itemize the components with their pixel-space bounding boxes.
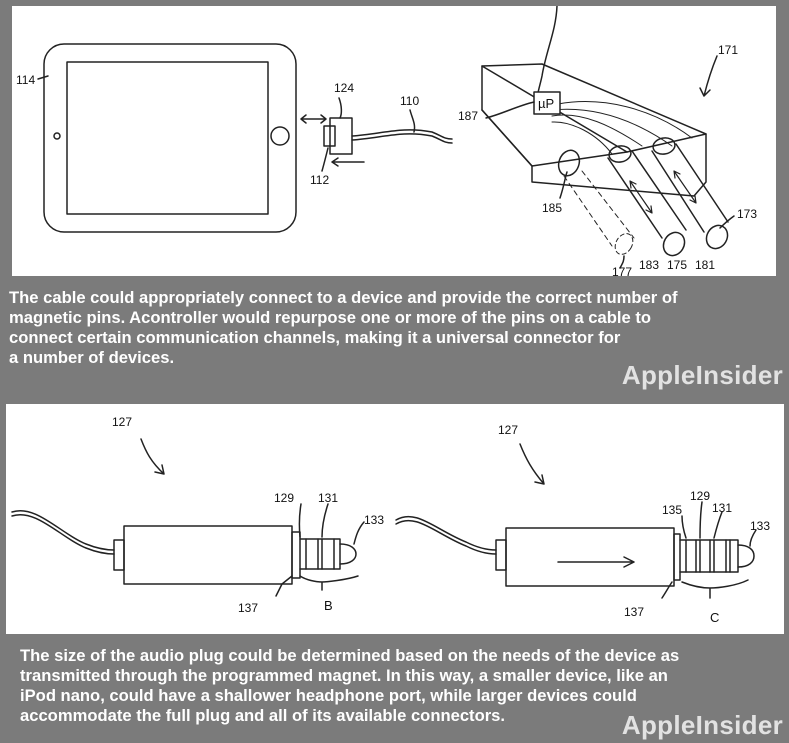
arrow-left: [332, 158, 364, 166]
caption-bottom-line-4: accommodate the full plug and all of its…: [20, 706, 679, 726]
caption-bottom: The size of the audio plug could be dete…: [20, 646, 679, 726]
leader-line: [354, 522, 364, 544]
label-133-right: 133: [750, 519, 770, 533]
label-127-left: 127: [112, 415, 132, 429]
caption-bottom-line-3: iPod nano, could have a shallower headph…: [20, 686, 679, 706]
top-diagram: 114 124 110 112: [12, 6, 776, 276]
label-137-left: 137: [238, 601, 258, 615]
insert-arrow: [301, 115, 326, 123]
leader-line: [339, 98, 341, 118]
top-diagram-panel: 114 124 110 112: [12, 6, 776, 276]
caption-bottom-line-1: The size of the audio plug could be dete…: [20, 646, 679, 666]
leader-line: [714, 512, 722, 538]
leader-line: [700, 502, 702, 538]
caption-top-line-1: The cable could appropriately connect to…: [9, 288, 678, 308]
label-133-left: 133: [364, 513, 384, 527]
leader-line: [276, 576, 292, 596]
leader-line: [322, 148, 328, 171]
label-175: 175: [667, 258, 687, 272]
caption-top-line-3: connect certain communication channels, …: [9, 328, 678, 348]
label-112: 112: [310, 173, 329, 187]
leader-line: [410, 110, 415, 132]
watermark-top: AppleInsider: [622, 360, 783, 391]
label-129-right: 129: [690, 489, 710, 503]
label-173: 173: [737, 207, 757, 221]
label-187: 187: [458, 109, 478, 123]
caption-top: The cable could appropriately connect to…: [9, 288, 678, 368]
label-127-right: 127: [498, 423, 518, 437]
bottom-diagram-panel: 127 129 131 133 B 137 127 135 129 131: [6, 404, 784, 634]
leader-line: [322, 504, 328, 537]
connector-box-drawing: µP: [482, 6, 732, 259]
caption-bottom-line-2: transmitted through the programmed magne…: [20, 666, 679, 686]
label-chip: µP: [538, 96, 554, 111]
label-b: B: [324, 598, 333, 613]
label-185: 185: [542, 201, 562, 215]
label-177: 177: [612, 265, 632, 276]
label-c: C: [710, 610, 719, 625]
left-plug-drawing: [12, 511, 356, 584]
tablet-drawing: [44, 44, 296, 232]
leader-line: [720, 216, 734, 228]
caption-top-line-2: magnetic pins. Acontroller would repurpo…: [9, 308, 678, 328]
bottom-diagram: 127 129 131 133 B 137 127 135 129 131: [6, 404, 784, 634]
bracket-b: [300, 576, 358, 590]
label-171: 171: [718, 43, 738, 57]
label-137-right: 137: [624, 605, 644, 619]
leader-line: [299, 504, 301, 537]
leader-line: [38, 76, 48, 79]
watermark-bottom: AppleInsider: [622, 710, 783, 741]
arrow-171: [700, 56, 717, 96]
label-110: 110: [400, 94, 419, 108]
leader-line: [682, 516, 686, 538]
leader-line: [662, 582, 672, 598]
label-124: 124: [334, 81, 354, 95]
leader-line: [486, 102, 534, 118]
label-135-right: 135: [662, 503, 682, 517]
plug-drawing: [324, 118, 452, 154]
label-181: 181: [695, 258, 715, 272]
caption-top-line-4: a number of devices.: [9, 348, 678, 368]
arrow-127-right: [520, 444, 544, 484]
insert-arrow: [558, 557, 634, 567]
label-131-left: 131: [318, 491, 338, 505]
label-183: 183: [639, 258, 659, 272]
label-131-right: 131: [712, 501, 732, 515]
arrow-127-left: [141, 439, 164, 474]
bracket-c: [682, 580, 748, 598]
label-114: 114: [16, 73, 35, 87]
label-129-left: 129: [274, 491, 294, 505]
